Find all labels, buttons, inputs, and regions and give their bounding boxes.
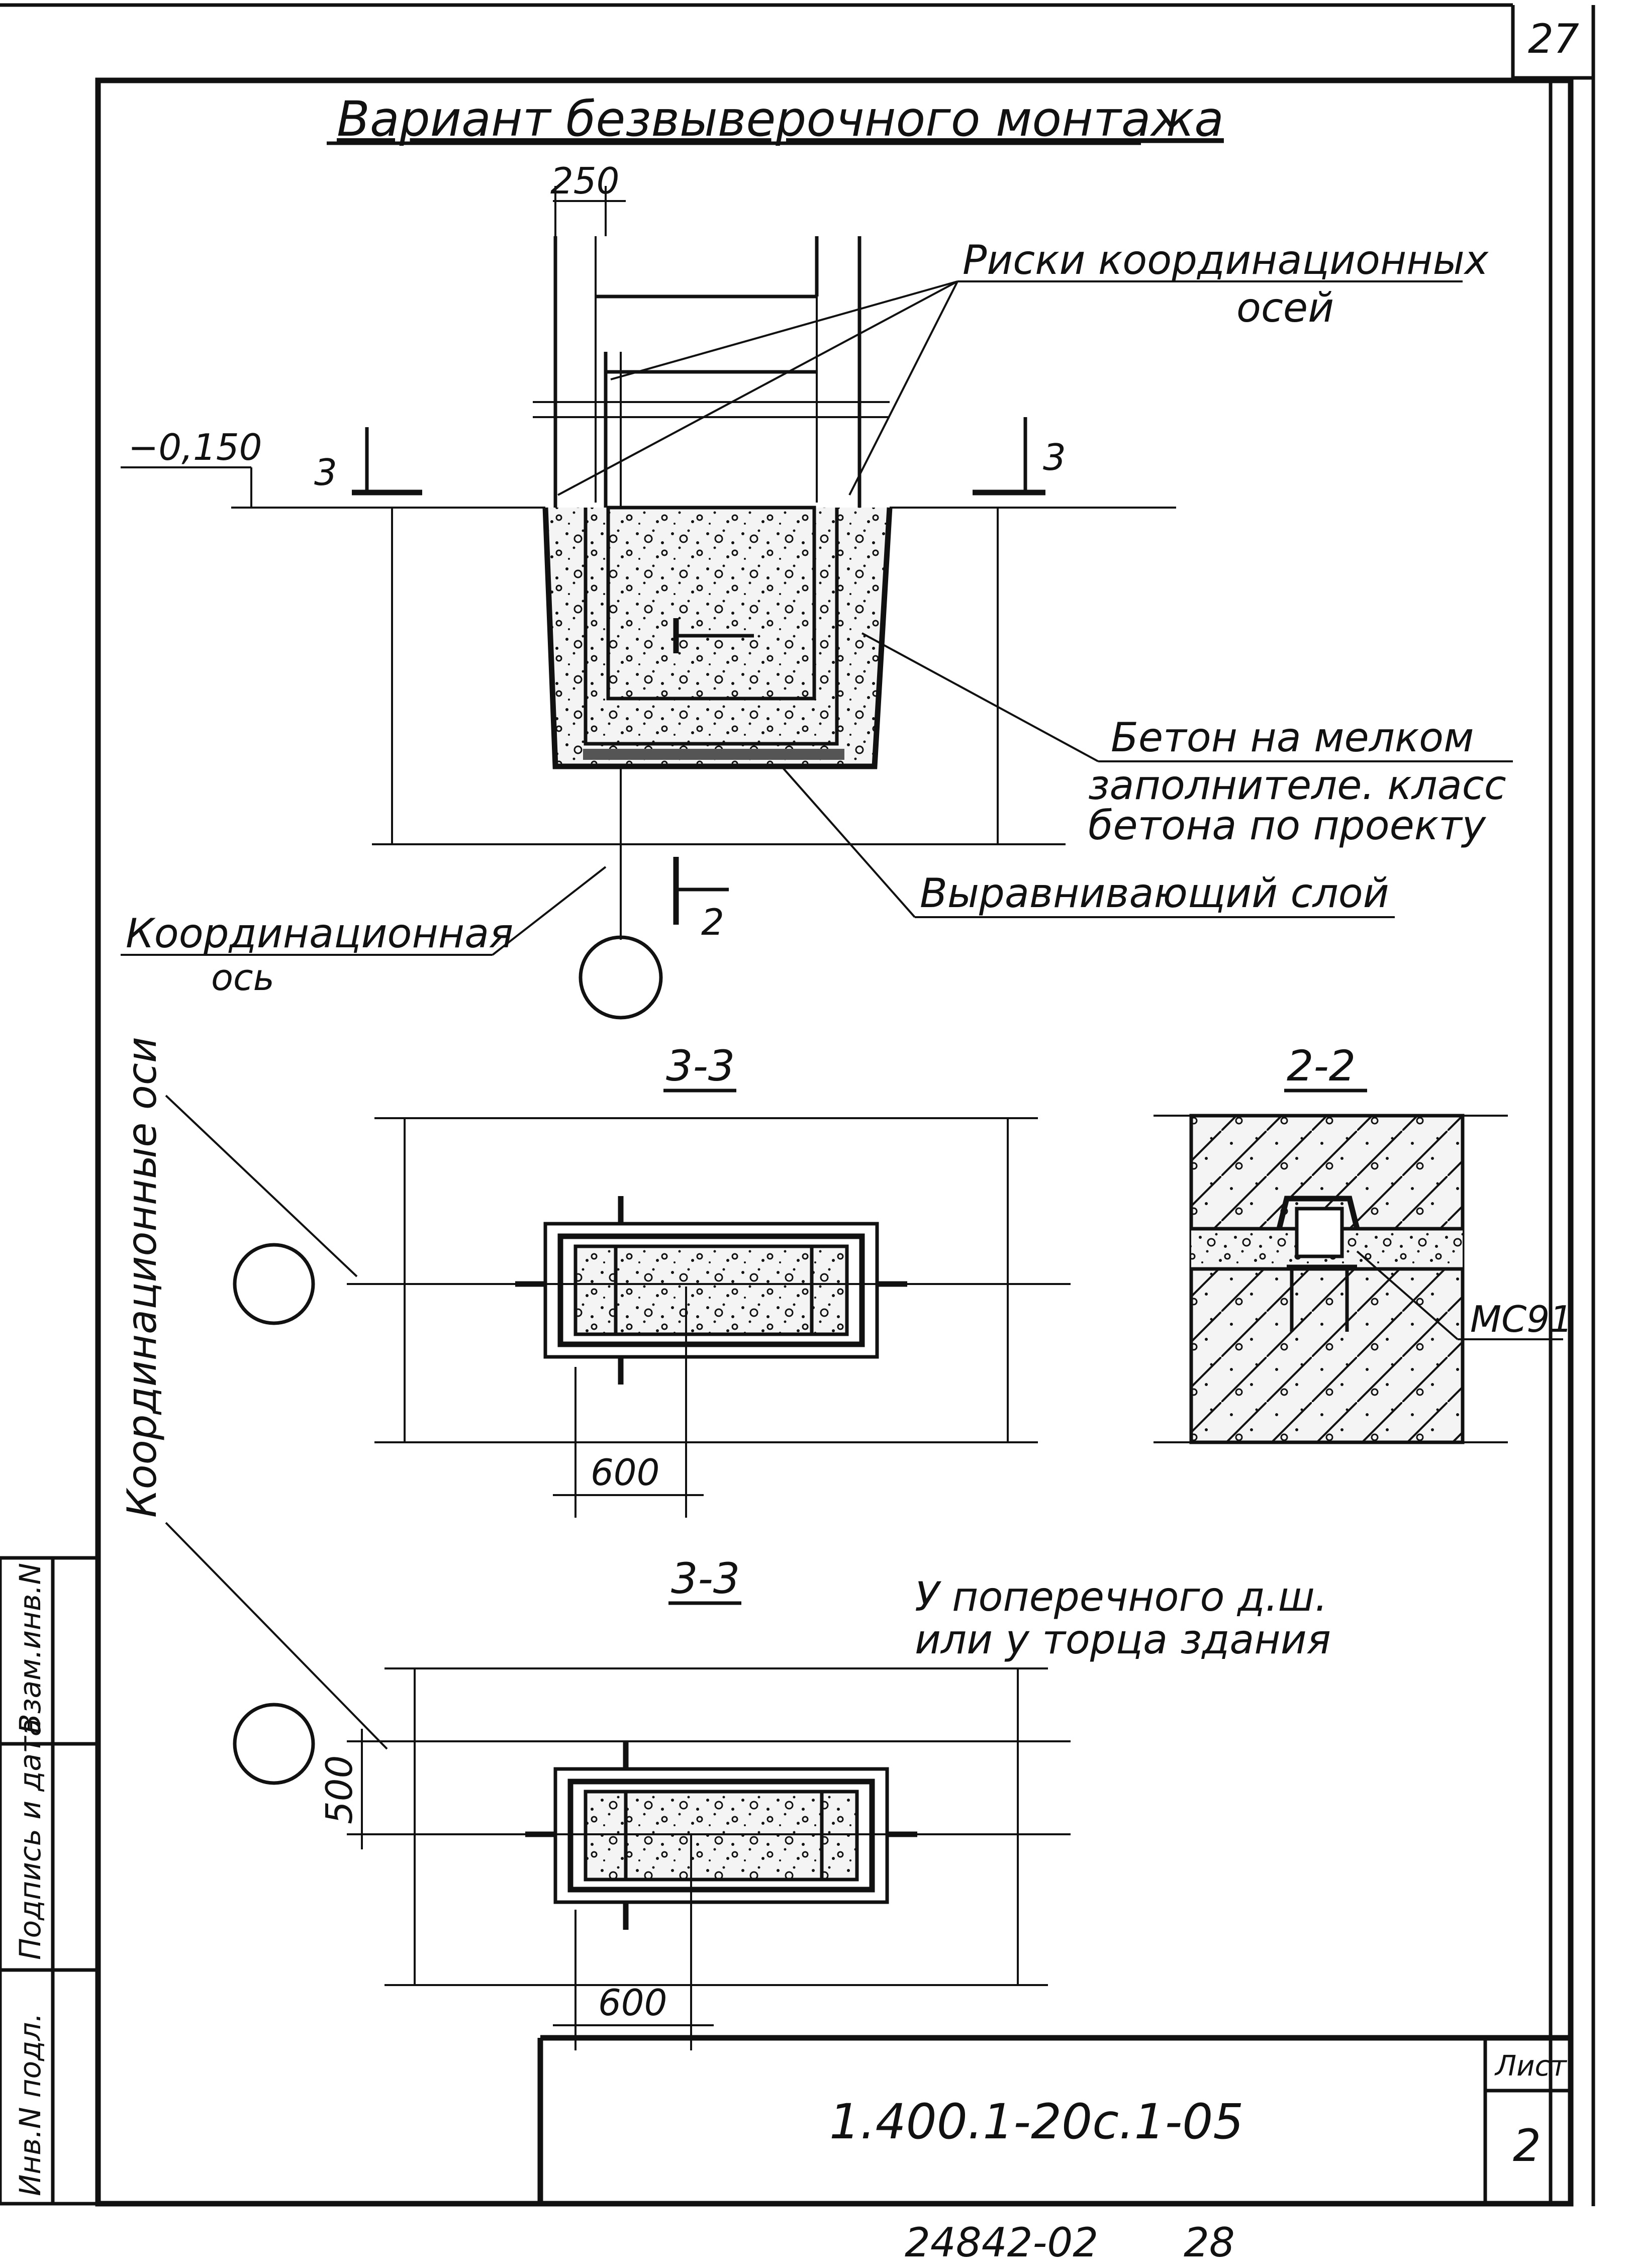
label-axis-1: Координационная [126,910,513,957]
note-2: или у торца здания [915,1616,1331,1663]
dim-250-line [553,186,626,236]
label-beton-3: бетона по проекту [1088,802,1487,849]
label-beton-2: заполнителе. класс [1088,762,1506,809]
mc-label: МС91 [1470,1298,1573,1340]
footer-number: 24842-02 [905,2219,1098,2266]
sheet-frame [0,3,1595,2207]
cut-label-right: 3 [1043,436,1066,478]
vertical-label: Координационные оси [119,1037,165,1518]
title-block [537,2035,1571,2204]
section-2-label: 2 [701,901,724,943]
extent-lines-main [372,508,1066,845]
sec33b-plan [233,1667,1071,2050]
leader-beton [861,632,1513,762]
leader-risk [557,280,1463,496]
page-number: 27 [1528,16,1579,62]
dim-500: 500 [318,1755,360,1824]
sec22-view [1154,1114,1563,1444]
leader-layer [781,765,1395,918]
sec33a-title: 3-3 [666,1041,735,1091]
stamp-cell-sign: Подпись и дата [13,1719,47,1960]
left-stamp [0,1556,100,2206]
foundation-cup [542,506,893,769]
sec33b-title: 3-3 [671,1554,740,1603]
footer-page: 28 [1184,2219,1235,2266]
vertical-label-leaders [165,1095,388,1750]
label-risk-2: осей [1236,284,1334,331]
stamp-cell-inv: Инв.N подл. [13,2013,47,2196]
sec22-title: 2-2 [1287,1041,1356,1091]
list-label: Лист [1494,2050,1567,2083]
dim-600-b: 600 [598,1982,667,2024]
sec33a-plan [233,1117,1071,1518]
note-1: У поперечного д.ш. [915,1573,1327,1620]
label-beton-1: Бетон на мелком [1111,714,1474,761]
cut-label-left: 3 [314,451,337,494]
cut-mark-left [352,427,422,496]
axis-bubble-main [121,866,663,1020]
dim-250: 250 [550,160,619,202]
stamp-cell-vzam: Взам.инв.N [13,1563,47,1734]
dim-600-a: 600 [591,1451,659,1494]
label-axis-2: ось [211,956,274,999]
section-2-mark [673,857,729,925]
doc-code: 1.400.1-20с.1-05 [829,2094,1243,2150]
cut-mark-right [973,417,1045,496]
list-number: 2 [1513,2120,1541,2172]
level-mark: −0,150 [128,426,262,468]
label-layer: Выравнивающий слой [920,870,1389,917]
main-title: Вариант безвыверочного монтажа [337,91,1224,147]
level-mark-line [121,466,1176,509]
label-risk: Риски координационных [963,237,1489,283]
